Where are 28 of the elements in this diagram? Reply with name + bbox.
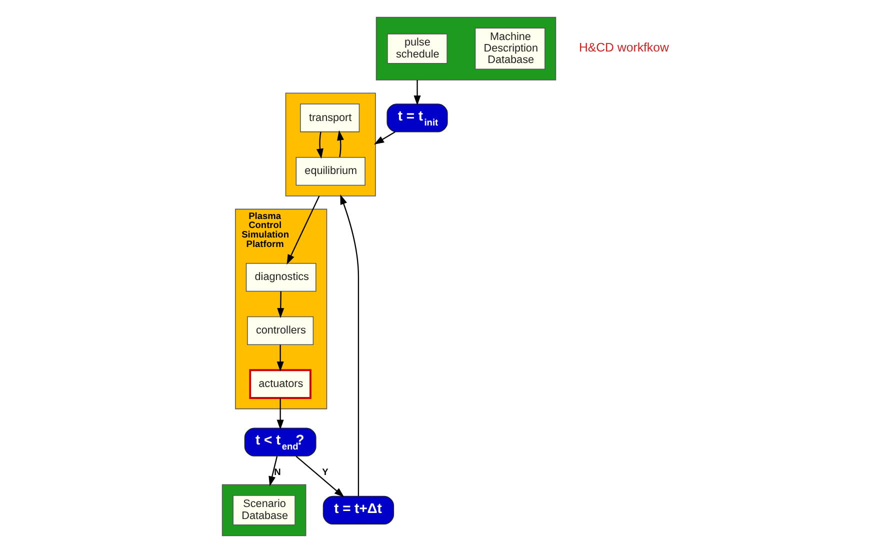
node-box: t < t$_{end}$? <box>244 428 316 456</box>
node-box: Machine Description Database <box>474 28 546 70</box>
arrow <box>276 398 284 430</box>
node-box: t = t$_{init}$ <box>386 104 448 132</box>
arrow <box>268 456 278 486</box>
arrow <box>316 132 324 159</box>
arrow <box>296 456 344 498</box>
edge-label: Y <box>322 467 328 478</box>
node-box: transport <box>300 104 360 132</box>
cluster <box>222 484 306 536</box>
arrow <box>286 196 320 265</box>
arrow <box>276 344 284 372</box>
arrow <box>340 194 360 496</box>
cluster <box>376 16 556 80</box>
node-box: actuators <box>249 369 312 399</box>
edge-label: N <box>274 467 281 478</box>
node-box: pulse schedule <box>387 34 448 64</box>
cluster <box>285 92 376 196</box>
node-box: Scenario Database <box>232 495 296 526</box>
label: H&CD workfkow <box>578 40 669 55</box>
arrow <box>277 291 284 318</box>
node-box: t = t+Δt <box>322 496 394 524</box>
node-box: equilibrium <box>296 156 366 186</box>
node-box: controllers <box>247 316 314 345</box>
arrow <box>337 130 344 158</box>
node-box: diagnostics <box>246 262 316 292</box>
arrow <box>414 80 421 106</box>
arrow <box>374 131 396 145</box>
